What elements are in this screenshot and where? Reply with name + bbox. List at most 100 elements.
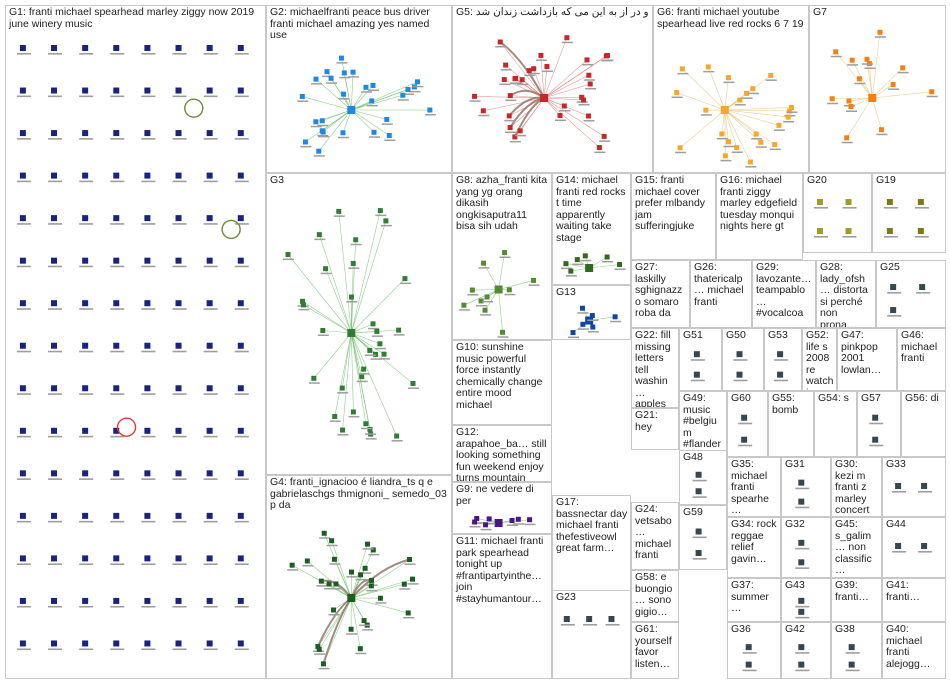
node-label xyxy=(172,95,187,98)
node-avatar-icon xyxy=(19,385,26,392)
node-label xyxy=(774,379,789,382)
node-avatar-icon xyxy=(872,436,879,443)
node-avatar-icon xyxy=(51,215,58,222)
node-label xyxy=(287,569,299,571)
node-label xyxy=(583,624,598,626)
node-label xyxy=(110,350,125,353)
node-label xyxy=(380,224,392,227)
node-label xyxy=(404,563,416,565)
node-avatar-icon xyxy=(507,93,513,99)
node-avatar-icon xyxy=(350,69,356,75)
node-avatar-icon xyxy=(604,254,610,260)
node-label xyxy=(751,138,763,140)
group-title: G36 xyxy=(731,623,751,635)
graph-edge xyxy=(331,540,352,599)
node-avatar-icon xyxy=(206,300,213,307)
node-label xyxy=(234,53,249,55)
node-avatar-icon xyxy=(175,470,182,477)
node-avatar-icon xyxy=(289,562,295,568)
node-label xyxy=(319,537,331,539)
node-avatar-icon xyxy=(333,581,339,587)
node-label xyxy=(783,121,795,123)
node-label xyxy=(172,350,187,353)
node-avatar-icon xyxy=(596,145,602,151)
node-label xyxy=(203,308,218,310)
node-label xyxy=(328,613,340,616)
node-avatar-icon xyxy=(745,644,752,651)
graph-edge xyxy=(543,74,589,99)
node-avatar-icon xyxy=(747,159,753,165)
node-label xyxy=(172,308,187,310)
graph-edge xyxy=(351,331,377,334)
node-avatar-icon xyxy=(878,127,884,133)
node-avatar-icon xyxy=(501,77,507,83)
group-panel-g39: G39: franti… xyxy=(831,578,882,622)
node-label xyxy=(300,145,312,148)
node-avatar-icon xyxy=(82,640,89,647)
group-panel-g6: G6: franti michael youtube spearhead liv… xyxy=(653,5,809,173)
node-avatar-icon xyxy=(568,268,574,274)
node-label xyxy=(317,134,329,137)
node-avatar-icon xyxy=(848,104,854,110)
node-avatar-icon xyxy=(482,307,488,313)
node-avatar-icon xyxy=(144,300,151,307)
graph-edge xyxy=(871,97,882,130)
node-avatar-icon xyxy=(886,228,893,234)
node-label xyxy=(110,478,125,480)
node-avatar-icon xyxy=(113,45,120,51)
group-panel-g55: G55: bomb xyxy=(768,391,814,457)
group-graph-g43 xyxy=(795,597,810,619)
node-avatar-icon xyxy=(513,75,519,81)
node-avatar-icon xyxy=(237,172,244,179)
weighted-edge xyxy=(499,41,545,99)
group-panel-g25: G25 xyxy=(876,260,946,328)
node-label xyxy=(324,587,336,590)
graph-edge xyxy=(543,59,588,99)
graph-edge xyxy=(351,109,387,120)
node-avatar-icon xyxy=(531,66,537,72)
graph-edge xyxy=(351,332,381,345)
node-avatar-icon xyxy=(517,128,523,134)
node-avatar-icon xyxy=(798,644,805,651)
graph-edge xyxy=(544,97,582,99)
node-label xyxy=(79,520,94,523)
graph-edge xyxy=(351,94,403,111)
group-panel-g37: G37: summer… xyxy=(727,578,781,622)
node-label xyxy=(110,393,125,395)
node-avatar-icon xyxy=(798,539,805,546)
node-label xyxy=(795,506,810,509)
node-label xyxy=(745,166,757,168)
node-label xyxy=(360,427,372,430)
node-avatar-icon xyxy=(237,87,244,94)
graph-edge xyxy=(540,55,545,99)
node-avatar-icon xyxy=(515,516,521,522)
group-panel-g7: G7 xyxy=(809,5,946,173)
node-avatar-icon xyxy=(693,371,700,378)
group-graph-g51 xyxy=(690,351,705,382)
node-label xyxy=(842,236,857,238)
node-avatar-icon xyxy=(564,35,570,41)
node-label xyxy=(874,36,886,38)
group-graph-g1 xyxy=(16,45,249,651)
node-label xyxy=(141,180,156,183)
group-panel-g13: G13 xyxy=(552,285,631,340)
node-avatar-icon xyxy=(816,228,823,234)
node-label xyxy=(330,587,342,590)
node-label xyxy=(578,103,590,106)
node-label xyxy=(350,243,362,246)
node-label xyxy=(16,478,31,480)
node-label xyxy=(234,308,249,310)
node-avatar-icon xyxy=(370,82,376,88)
node-avatar-icon xyxy=(798,498,805,505)
node-avatar-icon xyxy=(500,329,506,335)
node-label xyxy=(469,526,481,528)
group-title: G8: azha_franti kita yang yg orang dikas… xyxy=(456,174,548,232)
node-avatar-icon xyxy=(362,565,368,571)
node-label xyxy=(484,522,496,525)
group-title: G21: hey xyxy=(635,409,658,433)
node-avatar-icon xyxy=(316,232,322,238)
graph-edge xyxy=(543,55,608,99)
graph-edge xyxy=(724,109,729,142)
node-label xyxy=(16,520,31,523)
node-label xyxy=(320,272,332,275)
